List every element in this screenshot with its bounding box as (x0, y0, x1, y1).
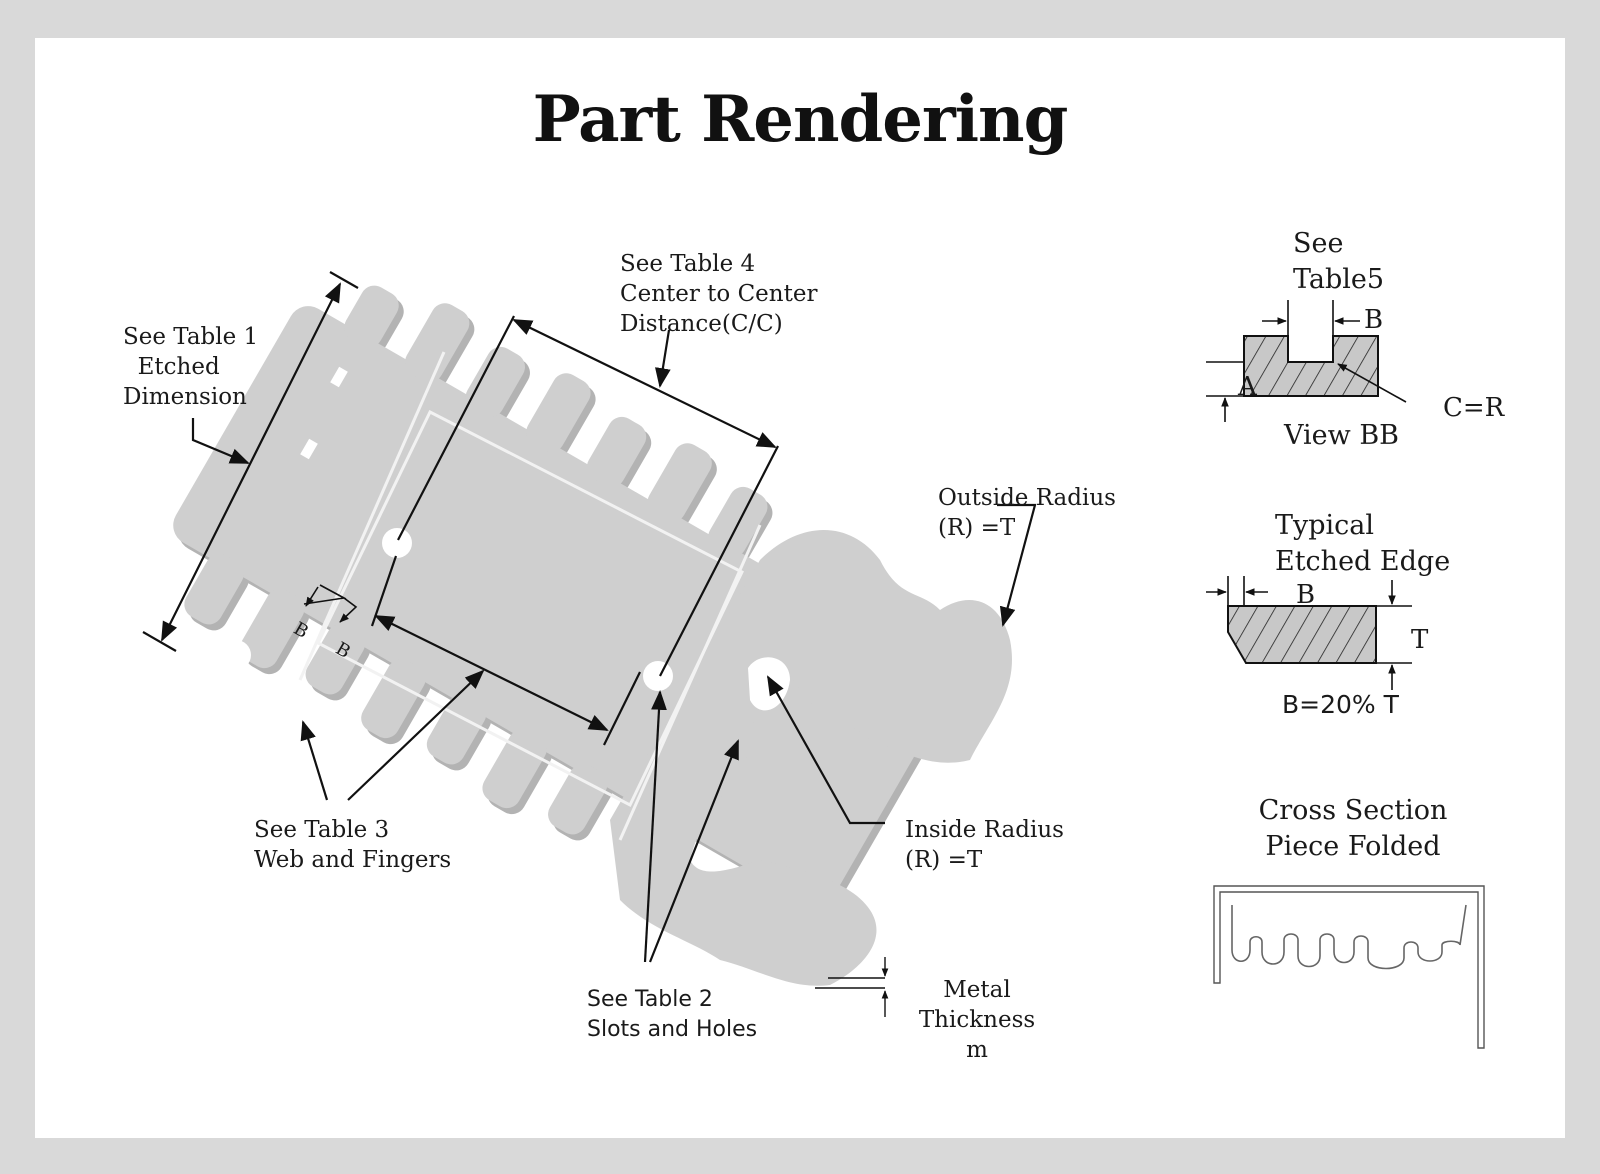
page-title: Part Rendering (532, 82, 1069, 157)
etched-edge-heading: Typical Etched Edge (1275, 510, 1451, 577)
etched-edge-label-t: T (1411, 625, 1429, 655)
label-center-to-center: See Table 4 Center to Center Distance(C/… (620, 251, 818, 337)
etched-edge-label-b: B (1296, 580, 1316, 610)
label-etched-dimension: See Table 1 Etched Dimension (123, 324, 259, 410)
label-metal-thickness: Metal Thickness m (918, 977, 1036, 1063)
view-bb-label-c: C=R (1443, 393, 1505, 423)
view-bb-heading: See Table5 (1293, 228, 1385, 295)
label-outside-radius: Outside Radius (R) =T (938, 485, 1116, 541)
view-bb-label-b: B (1364, 305, 1384, 335)
view-bb-caption: View BB (1284, 420, 1400, 451)
cross-section-detail (1213, 885, 1485, 1049)
etched-edge-detail (1206, 576, 1412, 690)
label-inside-radius: Inside Radius (R) =T (905, 817, 1064, 873)
dimension-lines (142, 271, 1037, 1017)
label-web-and-fingers: See Table 3 Web and Fingers (254, 817, 452, 873)
view-bb-detail (1206, 300, 1407, 422)
etched-part (173, 285, 1012, 986)
view-bb-label-a: A (1238, 372, 1257, 402)
label-slots-and-holes: See Table 2 Slots and Holes (587, 987, 758, 1042)
etched-edge-caption: B=20% T (1282, 690, 1399, 719)
cross-section-heading: Cross Section Piece Folded (1258, 795, 1448, 862)
